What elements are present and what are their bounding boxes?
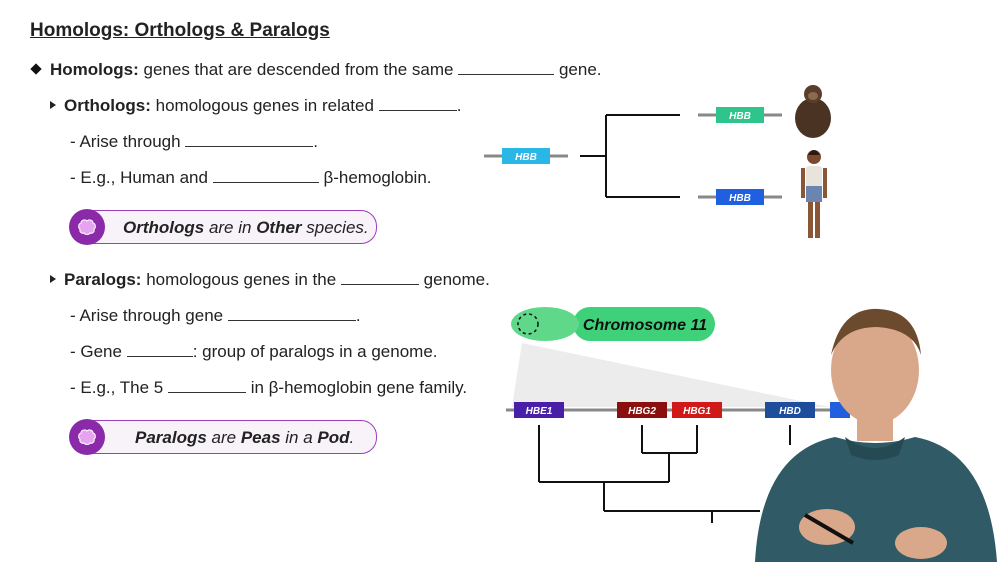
homologs-term: Homologs: [50,60,139,79]
blank-paralogs-arise [227,306,356,321]
presenter-hair [831,308,921,355]
orthologs-eg-text: - E.g., Human and [70,168,208,187]
chimpanzee-icon [795,85,831,138]
human-woman-icon [801,150,827,238]
chimp-hbb-gene [716,107,764,123]
triangle-bullet-icon [50,101,56,109]
tip-word-paralogs: Paralogs [135,428,207,447]
hbd-label: HBD [779,406,801,417]
orthologs-tip: Orthologs are in Other species. [69,209,377,245]
human-hbb-gene [716,189,764,205]
tip-text: are [206,428,241,447]
hbg2-label: HBG2 [628,406,656,417]
paralogs-eg-after: in β-hemoglobin gene family. [250,378,468,397]
orthologs-term: Orthologs: [64,96,151,115]
paralogs-eg-line: - E.g., The 5 in β-hemoglobin gene famil… [70,378,467,398]
paralogs-arise-text: - Arise through gene [70,306,224,325]
dashed-circle-icon [517,313,539,335]
hbe1-gene [514,402,564,418]
human-hbb-label: HBB [729,193,751,204]
diamond-bullet-icon [30,63,42,75]
chromosome-11-graphic: Chromosome 11 [511,307,715,341]
tip-text: are in [204,218,257,237]
blank-paralogs [340,270,419,285]
paralogs-arise-line: - Arise through gene . [70,306,361,325]
homologs-text-after: gene. [558,60,602,79]
paralogs-eg-text: - E.g., The 5 [70,378,164,397]
orthologs-arise-line: - Arise through . [70,132,319,151]
paralogs-gene-text: - Gene [70,342,122,361]
presenter-hand-right [895,527,947,559]
tip-word-pod: Pod [317,428,350,447]
ancestral-hbb-label: HBB [515,152,537,163]
chromosome-label: Chromosome 11 [583,317,707,334]
brain-icon [69,209,105,245]
zoom-wedge [512,343,830,407]
presenter-face [831,316,919,424]
hbd-gene [765,402,815,418]
hbg1-gene [672,402,722,418]
pen-icon [803,513,855,545]
orthologs-arise-text: - Arise through [70,132,181,151]
paralogs-tip: Paralogs are Peas in a Pod. [69,419,377,455]
paralogs-text-after: genome. [423,270,490,289]
tip-word-peas: Peas [240,428,281,447]
homologs-line: Homologs: genes that are descended from … [30,60,602,80]
orthologs-eg-after: β-hemoglobin. [323,168,432,187]
gene-family-diagram: HBE1 HBG2 HBG1 HBD [506,343,850,523]
presenter-video [755,308,997,562]
ancestral-hbb-gene [502,148,550,164]
homologs-text: genes that are descended from the same [143,60,454,79]
paralogs-line: Paralogs: homologous genes in the genome… [50,270,490,290]
blank-orthologs-arise [185,132,314,147]
hbg1-label: HBG1 [683,406,711,417]
chimp-hbb-label: HBB [729,111,751,122]
chromosome-body [573,307,715,341]
paralogs-gene-after: : group of paralogs in a genome. [192,342,438,361]
orthologs-eg-line: - E.g., Human and β-hemoglobin. [70,168,432,188]
brain-icon [69,419,105,455]
triangle-bullet-icon [50,275,56,283]
orthologs-text: homologous genes in related [155,96,374,115]
blank-paralogs-gene [126,342,193,357]
blank-paralogs-eg [167,378,246,393]
ortholog-tree-diagram: HBB HBB HBB [484,85,831,238]
paralogs-text: homologous genes in the [146,270,337,289]
tip-text: in a [280,428,318,447]
orthologs-line: Orthologs: homologous genes in related . [50,96,461,116]
tip-text-end: . [349,428,355,447]
hbg2-gene [617,402,667,418]
hbe1-label: HBE1 [526,406,553,417]
paralog-tree [538,425,791,523]
tip-word-orthologs: Orthologs [123,218,205,237]
blank-orthologs [378,96,457,111]
tip-word-other: Other [256,218,302,237]
blank-orthologs-eg [212,168,319,183]
chromosome-region [511,307,579,341]
tip-text-end: species. [301,218,369,237]
paralogs-term: Paralogs: [64,270,142,289]
page-title: Homologs: Orthologs & Paralogs [30,20,330,41]
paralogs-gene-line: - Gene : group of paralogs in a genome. [70,342,438,362]
blank-homologs [458,60,555,75]
